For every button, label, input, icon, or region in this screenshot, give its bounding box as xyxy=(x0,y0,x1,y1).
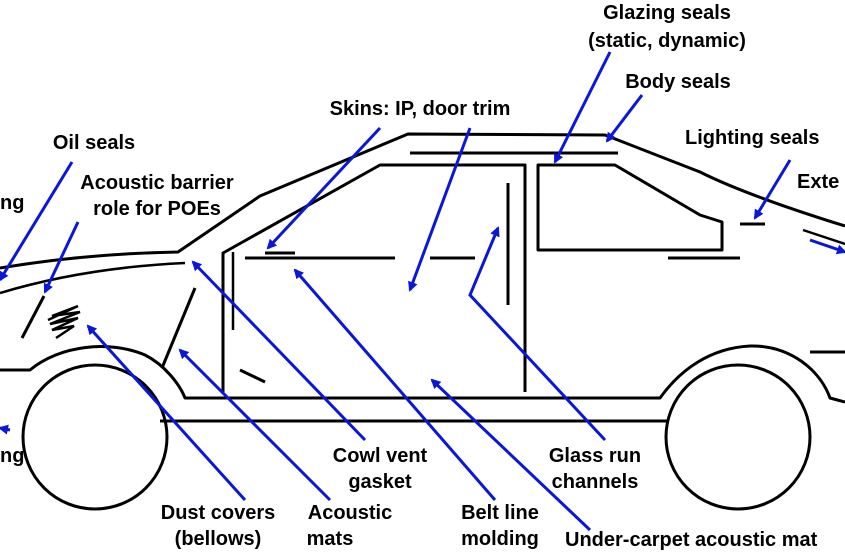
label-glass-run: Glass run xyxy=(549,445,641,467)
arrow-acoustic-mats xyxy=(178,348,332,502)
label-left-cut-top: ng xyxy=(0,192,24,214)
front-wheel xyxy=(21,363,169,511)
arrow-oil-seals xyxy=(0,161,74,282)
arrow-dust-covers xyxy=(86,324,247,502)
label-body-seals: Body seals xyxy=(625,71,731,93)
rear-window xyxy=(536,163,724,252)
label-left-cut-bottom: ng xyxy=(0,445,24,467)
label-right-cut: Exte xyxy=(797,171,839,193)
car-trunk-line xyxy=(802,228,845,246)
front-wheel-arch xyxy=(0,344,845,404)
cowl-dash xyxy=(239,368,266,384)
label-belt-line-sub: molding xyxy=(461,528,539,550)
label-glazing-seals: Glazing seals xyxy=(603,2,731,24)
arrow-glazing-seals xyxy=(553,51,612,164)
front-door xyxy=(221,163,527,392)
arrow-acoustic-barrier xyxy=(43,221,80,294)
arrow-lighting-seals xyxy=(753,159,792,220)
rear-wheel xyxy=(664,363,812,511)
label-glass-run-sub: channels xyxy=(552,471,639,493)
car-outline xyxy=(0,132,845,511)
label-acoustic-barrier: Acoustic barrier xyxy=(80,172,234,194)
label-acoustic-mats: Acoustic xyxy=(308,502,392,524)
arrow-body-seals xyxy=(605,94,644,143)
label-belt-line: Belt line xyxy=(461,502,539,524)
label-oil-seals: Oil seals xyxy=(53,132,135,154)
arrow-skins-door xyxy=(408,127,472,292)
label-under-carpet: Under-carpet acoustic mat xyxy=(565,529,818,551)
arrow-cowl-vent xyxy=(191,260,367,442)
arrow-under-carpet xyxy=(430,378,592,532)
hood-line xyxy=(0,261,186,295)
callout-arrows xyxy=(0,51,845,532)
label-skins: Skins: IP, door trim xyxy=(330,98,511,120)
cowl-line xyxy=(160,287,197,369)
arrow-skins-ip xyxy=(266,126,382,250)
car-body-top xyxy=(0,132,845,270)
label-acoustic-mats-sub: mats xyxy=(307,528,354,550)
acoustic-barrier-zigzag xyxy=(47,304,81,340)
label-cowl-vent-sub: gasket xyxy=(348,471,412,493)
arrow-glass-run xyxy=(468,226,607,442)
label-lighting-seals: Lighting seals xyxy=(685,127,819,149)
label-dust-covers: Dust covers xyxy=(161,502,276,524)
label-dust-covers-sub: (bellows) xyxy=(175,528,262,550)
arrow-right-cut xyxy=(809,238,845,255)
front-dash xyxy=(20,295,46,339)
arrow-left-cut xyxy=(0,424,11,435)
arrow-belt-line xyxy=(293,268,497,501)
label-acoustic-barrier-sub: role for POEs xyxy=(93,198,221,220)
label-cowl-vent: Cowl vent xyxy=(333,445,428,467)
label-glazing-seals-sub: (static, dynamic) xyxy=(588,30,746,52)
